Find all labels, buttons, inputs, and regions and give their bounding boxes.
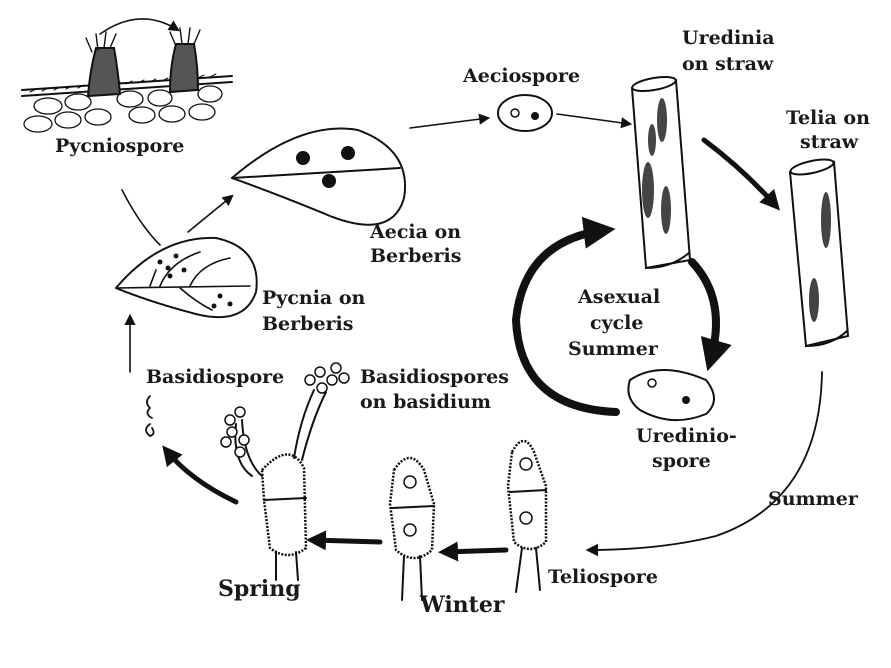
urediniospore-label-line2: spore [652,450,711,472]
aecia-label-line1: Aecia on [369,221,461,243]
asexual-label-line2: cycle [590,312,643,334]
basidiospore-cells [146,396,154,436]
pycnia-label-line2: Berberis [262,313,353,335]
basidiospore-label: Basidiospore [146,366,284,388]
urediniospore-cell [628,370,714,420]
pycniospore-leaf-section [22,19,232,132]
uredinia-label-line1: Uredinia [682,27,775,49]
pycniospore-label: Pycniospore [55,135,184,157]
teliospore-label: Teliospore [548,566,658,588]
basidiospores-label-line1: Basidiospores [360,366,509,388]
telia-straw [789,157,848,346]
urediniospore-label-line1: Uredinio- [636,425,737,447]
aeciospore-label: Aeciospore [462,65,580,87]
telia-label-line2: straw [800,131,859,153]
winter-teliospore [390,458,434,600]
summer-label: Summer [768,488,859,510]
spring-germinating-teliospore [221,363,349,580]
pycnia-leaf [116,238,257,317]
uredinia-straw [631,74,690,268]
winter-label: Winter [419,592,505,618]
aecia-leaf [232,129,405,225]
aecia-label-line2: Berberis [370,245,461,267]
teliospore-cell [508,441,546,592]
pycnia-label-line1: Pycnia on [262,287,366,309]
uredinia-label-line2: on straw [682,53,774,75]
basidiospores-label-line2: on basidium [360,391,491,413]
aeciospore-cell [498,95,552,131]
asexual-label-line1: Asexual [577,286,660,308]
spring-label: Spring [218,576,301,602]
telia-label-line1: Telia on [786,107,870,129]
asexual-label-line3: Summer [568,338,659,360]
